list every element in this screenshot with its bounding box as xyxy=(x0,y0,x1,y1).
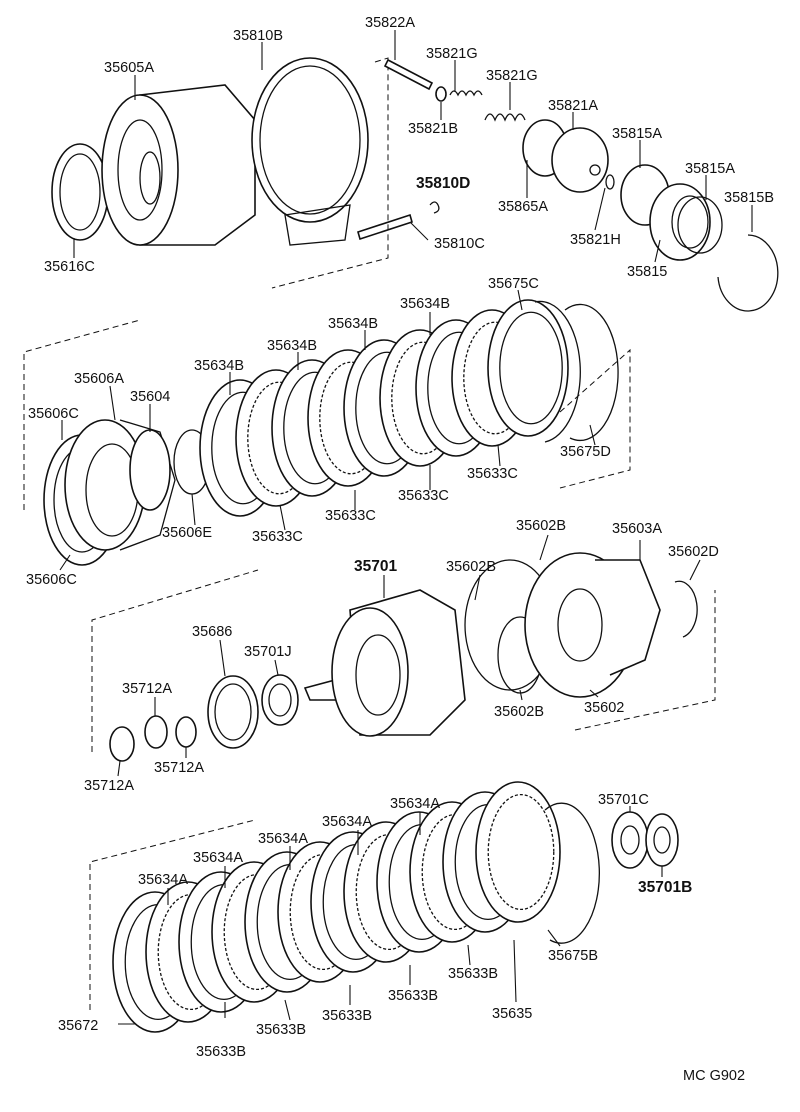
label-35686: 35686 xyxy=(192,624,232,640)
part-35815A-b xyxy=(677,196,723,254)
part-35712A-a xyxy=(109,726,135,762)
label-35634A-d: 35634A xyxy=(193,850,243,866)
label-35675B: 35675B xyxy=(548,948,598,964)
label-35712A-bottom: 35712A xyxy=(84,778,134,794)
part-35712A-c xyxy=(175,716,197,748)
label-35633B-c: 35633B xyxy=(322,1008,372,1024)
clutch-b-group xyxy=(89,781,679,1033)
label-35606A: 35606A xyxy=(74,371,124,387)
part-35810D xyxy=(429,201,440,214)
label-35633C-d: 35633C xyxy=(252,529,303,545)
part-35602D xyxy=(674,580,698,638)
part-35675B xyxy=(544,802,600,944)
label-35810D: 35810D xyxy=(416,175,470,192)
label-35633C-c: 35633C xyxy=(325,508,376,524)
label-35821A: 35821A xyxy=(548,98,598,114)
hub-group xyxy=(91,552,716,762)
label-35701J: 35701J xyxy=(244,644,292,660)
label-35821H: 35821H xyxy=(570,232,621,248)
label-35865A: 35865A xyxy=(498,199,548,215)
label-35633B-a: 35633B xyxy=(448,966,498,982)
label-35634A-a: 35634A xyxy=(390,796,440,812)
label-35634A-c: 35634A xyxy=(258,831,308,847)
drum-group xyxy=(51,57,779,312)
label-35821G-b: 35821G xyxy=(486,68,538,84)
part-35603A xyxy=(595,559,661,676)
label-35633B-e: 35633B xyxy=(196,1044,246,1060)
label-35602B-bottom: 35602B xyxy=(494,704,544,720)
clutch-plate xyxy=(487,299,569,437)
part-35604 xyxy=(129,429,171,511)
part-35815 xyxy=(649,183,711,261)
label-35634B-c: 35634B xyxy=(267,338,317,354)
label-35602: 35602 xyxy=(584,700,624,716)
clutch-plate-inner xyxy=(499,311,563,425)
label-35815: 35815 xyxy=(627,264,667,280)
label-35605A: 35605A xyxy=(104,60,154,76)
part-35810B xyxy=(251,57,369,223)
label-35672: 35672 xyxy=(58,1018,98,1034)
label-35606C-bottom: 35606C xyxy=(26,572,77,588)
label-35606C-top: 35606C xyxy=(28,406,79,422)
part-35701B xyxy=(645,813,679,867)
label-35810C: 35810C xyxy=(434,236,485,252)
part-labels: 35605A 35810B 35822A 35821G 35821G 35821… xyxy=(26,15,774,1084)
label-35602B-top: 35602B xyxy=(516,518,566,534)
label-35633C-a: 35633C xyxy=(467,466,518,482)
label-35810B: 35810B xyxy=(233,28,283,44)
part-35821G-a xyxy=(449,90,483,97)
label-35701B: 35701B xyxy=(638,879,692,896)
label-35633B-d: 35633B xyxy=(256,1022,306,1038)
part-35822A xyxy=(383,58,434,91)
leader-lines xyxy=(59,30,753,1025)
clutch-b-plates xyxy=(112,781,561,1033)
label-35701: 35701 xyxy=(354,558,397,575)
label-35603A: 35603A xyxy=(612,521,662,537)
label-35633C-b: 35633C xyxy=(398,488,449,504)
part-35701C xyxy=(611,811,649,869)
part-35712A-b xyxy=(144,715,168,749)
label-35815B: 35815B xyxy=(724,190,774,206)
label-35634B-a: 35634B xyxy=(400,296,450,312)
clutch-c-group xyxy=(23,299,631,566)
part-35815B xyxy=(717,234,779,312)
label-35634B-d: 35634B xyxy=(194,358,244,374)
part-35675D xyxy=(564,303,619,442)
clutch-c-plates xyxy=(199,299,569,517)
label-35634A-e: 35634A xyxy=(138,872,188,888)
label-35606E: 35606E xyxy=(162,525,212,541)
part-35675C xyxy=(534,300,581,443)
part-35810C xyxy=(357,213,413,241)
label-35675C: 35675C xyxy=(488,276,539,292)
label-35604: 35604 xyxy=(130,389,170,405)
label-35602B-mid: 35602B xyxy=(446,559,496,575)
label-35616C: 35616C xyxy=(44,259,95,275)
clutch-plate-inner xyxy=(487,793,555,911)
label-35815A-b: 35815A xyxy=(685,161,735,177)
label-35634B-b: 35634B xyxy=(328,316,378,332)
part-35701J xyxy=(261,674,299,726)
label-35821B: 35821B xyxy=(408,121,458,137)
label-35821G-a: 35821G xyxy=(426,46,478,62)
label-35815A-a: 35815A xyxy=(612,126,662,142)
part-35821A xyxy=(551,127,609,193)
part-35821H xyxy=(605,174,615,190)
label-35712A-top: 35712A xyxy=(122,681,172,697)
label-35701C: 35701C xyxy=(598,792,649,808)
label-35634A-b: 35634A xyxy=(322,814,372,830)
label-35822A: 35822A xyxy=(365,15,415,31)
clutch-plate xyxy=(475,781,561,923)
label-35675D: 35675D xyxy=(560,444,611,460)
drawing-code: MC G902 xyxy=(683,1068,745,1084)
label-35633B-b: 35633B xyxy=(388,988,438,1004)
label-35712A-mid: 35712A xyxy=(154,760,204,776)
label-35602D: 35602D xyxy=(668,544,719,560)
part-35821B xyxy=(435,86,447,102)
part-35686 xyxy=(207,675,259,749)
part-35821G-b xyxy=(484,113,526,122)
label-35635: 35635 xyxy=(492,1006,532,1022)
